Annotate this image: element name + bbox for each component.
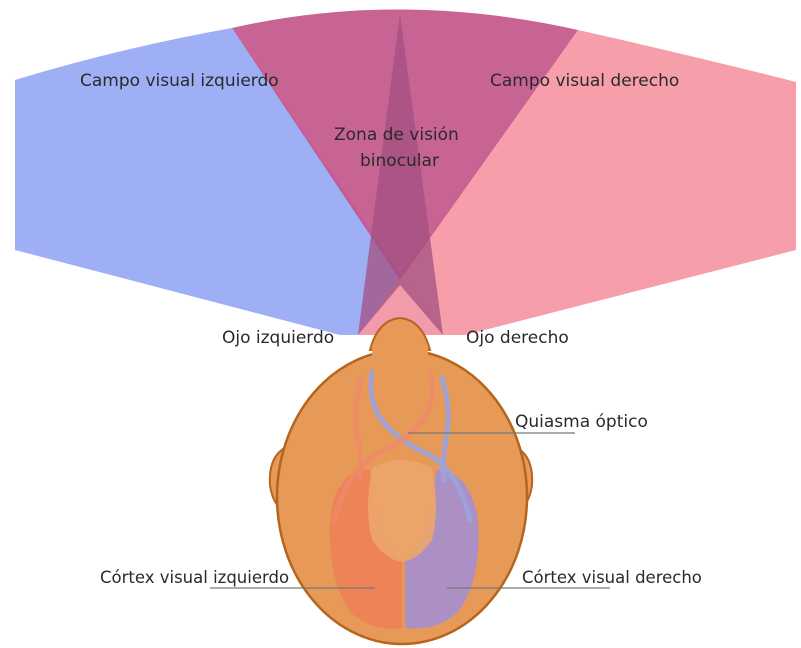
left-eye-label: Ojo izquierdo — [222, 328, 334, 348]
left-visual-cortex-label: Córtex visual izquierdo — [100, 568, 289, 587]
optic-chiasm-label: Quiasma óptico — [515, 412, 648, 432]
right-visual-field-label: Campo visual derecho — [490, 71, 679, 91]
binocular-zone-label-line1: Zona de visión — [334, 125, 459, 145]
binocular-zone-label-line2: binocular — [360, 151, 439, 171]
right-visual-cortex-label: Córtex visual derecho — [522, 568, 702, 587]
head — [270, 318, 532, 644]
brain-center — [368, 460, 436, 562]
left-visual-field-label: Campo visual izquierdo — [80, 71, 279, 91]
right-eye-label: Ojo derecho — [466, 328, 569, 348]
visual-fields — [15, 9, 796, 335]
